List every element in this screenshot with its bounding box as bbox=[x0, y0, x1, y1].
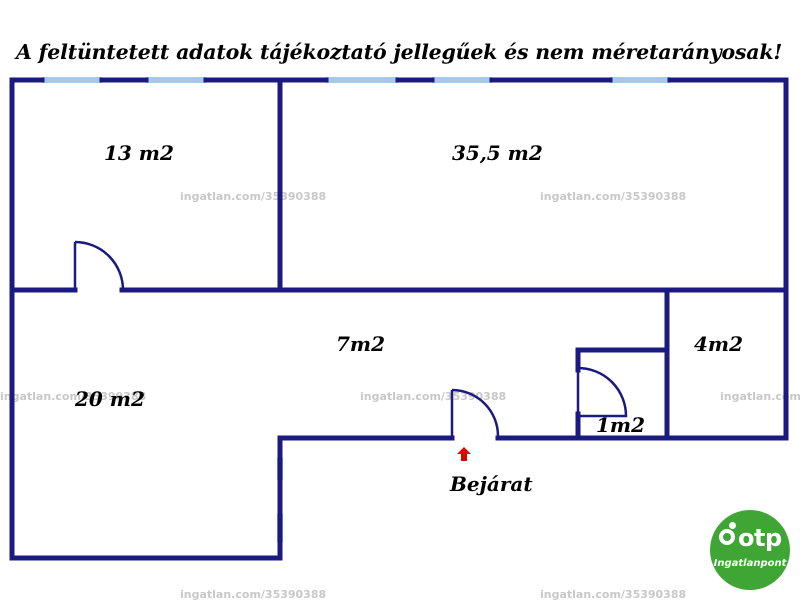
otp-logo: otp Ingatlanpont bbox=[710, 510, 790, 590]
window bbox=[610, 77, 670, 83]
watermark: ingatlan.com/35390388 bbox=[540, 190, 686, 203]
window bbox=[432, 77, 492, 83]
logo-subtitle: Ingatlanpont bbox=[713, 558, 787, 569]
window bbox=[42, 77, 102, 83]
watermark: ingatlan.com/35390388 bbox=[0, 390, 146, 403]
watermarks: ingatlan.com/35390388 ingatlan.com/35390… bbox=[0, 190, 800, 600]
doors bbox=[73, 240, 628, 438]
window bbox=[146, 77, 206, 83]
window bbox=[326, 77, 398, 83]
otp-dot-icon bbox=[729, 522, 736, 529]
disclaimer-text: A feltüntetett adatok tájékoztató jelleg… bbox=[16, 40, 783, 64]
room-label-1: 1m2 bbox=[596, 413, 645, 437]
walls bbox=[9, 77, 789, 561]
otp-mark-icon bbox=[719, 529, 735, 545]
room-label-20: 20 m2 bbox=[74, 387, 145, 411]
room-label-4: 4m2 bbox=[694, 332, 743, 356]
watermark: ingatlan.com/35390388 bbox=[720, 390, 800, 403]
watermark: ingatlan.com/35390388 bbox=[540, 588, 686, 600]
room-label-13: 13 m2 bbox=[104, 141, 174, 165]
watermark: ingatlan.com/35390388 bbox=[180, 588, 326, 600]
entrance-arrow-icon bbox=[457, 447, 471, 461]
watermark: ingatlan.com/35390388 bbox=[360, 390, 506, 403]
entrance-label: Bejárat bbox=[449, 472, 533, 496]
room-label-hall: 7m2 bbox=[336, 332, 385, 356]
room-label-35-5: 35,5 m2 bbox=[452, 141, 543, 165]
watermark: ingatlan.com/35390388 bbox=[180, 190, 326, 203]
logo-name: otp bbox=[738, 524, 782, 552]
